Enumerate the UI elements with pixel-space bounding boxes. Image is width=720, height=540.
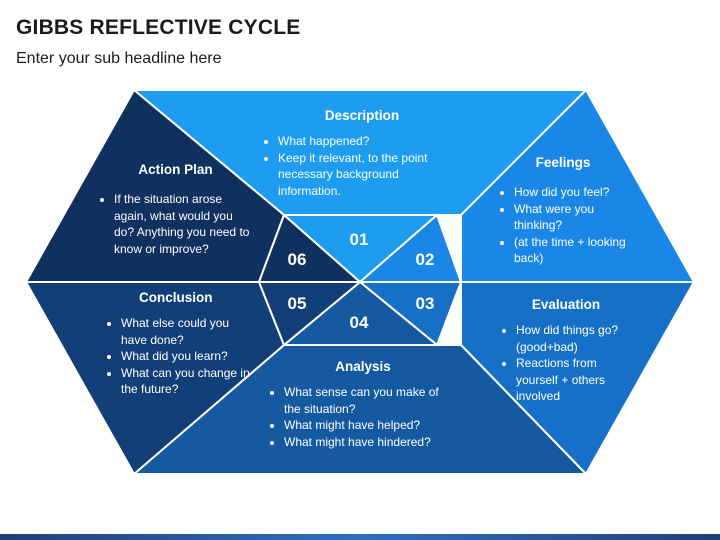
stage-title-description: Description — [324, 108, 400, 123]
stage-number-05: 05 — [288, 294, 307, 313]
stage-title-feelings: Feelings — [535, 155, 591, 170]
conclusion-point: What did you learn? — [121, 348, 250, 365]
stage-title-evaluation: Evaluation — [531, 297, 601, 312]
stage-number-01: 01 — [350, 230, 369, 249]
analysis-point: What might have helped? — [284, 417, 458, 434]
description-point: Keep it relevant, to the point necessary… — [278, 150, 462, 200]
footer-accent-bar — [0, 534, 720, 540]
stage-number-02: 02 — [416, 250, 435, 269]
stage-number-03: 03 — [416, 294, 435, 313]
panel-action-plan: Action Plan If the situation arose again… — [98, 162, 253, 257]
inner-section-06 — [257, 213, 363, 283]
panel-feelings: Feelings How did you feel? What were you… — [498, 155, 628, 267]
conclusion-point: What else could you have done? — [121, 315, 250, 348]
analysis-points: What sense can you make of the situation… — [268, 384, 458, 450]
description-points: What happened? Keep it relevant, to the … — [262, 133, 462, 199]
panel-description: Description What happened? Keep it relev… — [262, 108, 462, 199]
analysis-point: What might have hindered? — [284, 434, 458, 451]
evaluation-point: Reactions from yourself + others involve… — [516, 355, 632, 405]
evaluation-point: How did things go? (good+bad) — [516, 322, 632, 355]
action-plan-point: If the situation arose again, what would… — [114, 191, 253, 257]
panel-conclusion: Conclusion What else could you have done… — [105, 290, 250, 398]
feelings-point: What were you thinking? — [514, 201, 628, 234]
description-point: What happened? — [278, 133, 462, 150]
feelings-points: How did you feel? What were you thinking… — [498, 184, 628, 267]
stage-title-conclusion: Conclusion — [139, 290, 213, 305]
page-title: GIBBS REFLECTIVE CYCLE — [16, 16, 301, 39]
feelings-point: (at the time + looking back) — [514, 234, 628, 267]
stage-title-action-plan: Action Plan — [138, 162, 213, 177]
stage-number-06: 06 — [288, 250, 307, 269]
panel-analysis: Analysis What sense can you make of the … — [268, 359, 458, 450]
feelings-point: How did you feel? — [514, 184, 628, 201]
conclusion-point: What can you change in the future? — [121, 365, 250, 398]
action-plan-points: If the situation arose again, what would… — [98, 191, 253, 257]
analysis-point: What sense can you make of the situation… — [284, 384, 458, 417]
page-subtitle: Enter your sub headline here — [16, 50, 222, 67]
stage-title-analysis: Analysis — [335, 359, 391, 374]
panel-evaluation: Evaluation How did things go? (good+bad)… — [500, 297, 632, 405]
stage-number-04: 04 — [350, 313, 369, 332]
conclusion-points: What else could you have done? What did … — [105, 315, 250, 398]
evaluation-points: How did things go? (good+bad) Reactions … — [500, 322, 632, 405]
